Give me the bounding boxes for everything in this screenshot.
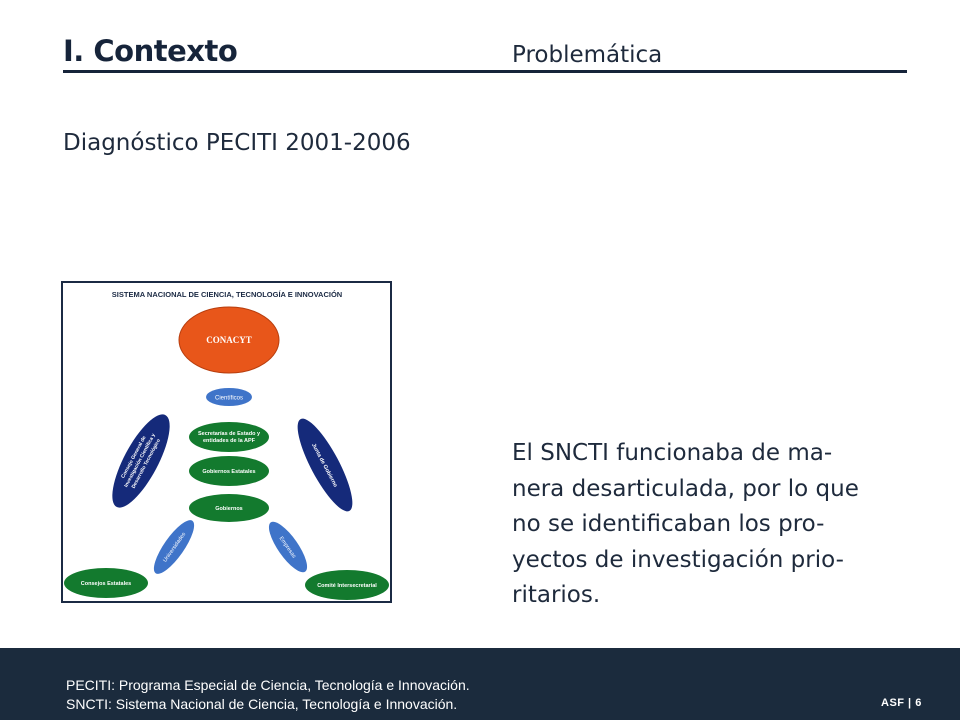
gobiernos-node: [189, 494, 269, 522]
comite-intersecretarial-label: Comité Intersecretarial: [317, 583, 377, 589]
slide-title: I. Contexto: [63, 34, 238, 68]
diagram-title: SISTEMA NACIONAL DE CIENCIA, TECNOLOGÍA …: [112, 290, 342, 299]
consejos-estatales-label: Consejos Estatales: [81, 581, 131, 587]
junta-gobierno-group: Junta de Gobierno: [297, 418, 353, 512]
comite-intersecretarial-node: [305, 570, 389, 600]
section-heading: Diagnóstico PECITI 2001-2006: [63, 130, 411, 156]
body-line: yectos de investigación prio-: [512, 546, 844, 573]
empresas-group: Empresas: [268, 521, 308, 573]
footnote-peciti: PECITI: Programa Especial de Ciencia, Te…: [66, 677, 470, 693]
consejo-general-node: [112, 414, 170, 508]
body-line: no se identificaban los pro-: [512, 511, 825, 537]
universidades-group: Universidades: [153, 520, 195, 574]
footnote-sncti: SNCTI: Sistema Nacional de Ciencia, Tecn…: [66, 696, 458, 712]
universidades-node: [153, 520, 195, 574]
page-badge: ASF | 6: [881, 697, 922, 709]
consejos-estatales-node: [64, 568, 148, 598]
conacyt-label: CONACYT: [206, 335, 252, 345]
junta-gobierno-node: [297, 418, 353, 512]
consejo-general-group: Consejo General de Investigación Científ…: [112, 414, 170, 508]
body-line: El SNCTI funcionaba de ma-: [512, 440, 833, 466]
slide-subtitle: Problemática: [512, 42, 663, 68]
gobiernos-estatales-label: Gobiernos Estatales: [202, 469, 255, 475]
body-line: nera desarticulada, por lo que: [512, 475, 859, 502]
gobiernos-estatales-node: [189, 456, 269, 486]
secretarias-label-2: entidades de la APF: [203, 438, 256, 444]
gobiernos-label: Gobiernos: [215, 506, 243, 512]
cientificos-node: [206, 388, 252, 406]
empresas-node: [268, 521, 308, 573]
footer-bar: [0, 648, 960, 720]
conacyt-node: [178, 306, 280, 374]
secretarias-label-1: Secretarías de Estado y: [198, 431, 261, 437]
body-paragraph: El SNCTI funcionaba de ma- nera desartic…: [512, 436, 907, 614]
sncti-diagram-svg: SISTEMA NACIONAL DE CIENCIA, TECNOLOGÍA …: [64, 290, 389, 600]
title-underline: [63, 70, 907, 73]
cientificos-label: Científicos: [215, 396, 243, 402]
body-line: ritarios.: [512, 582, 601, 608]
sncti-diagram: SISTEMA NACIONAL DE CIENCIA, TECNOLOGÍA …: [61, 281, 392, 603]
secretarias-node: [189, 422, 269, 452]
